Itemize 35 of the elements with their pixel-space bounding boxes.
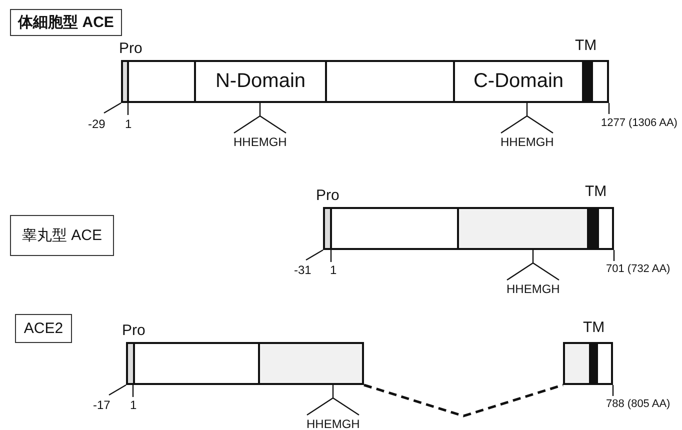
protein-segment [258, 342, 364, 385]
position-number: 788 (805 AA) [606, 399, 670, 410]
motif-label: HHEMGH [506, 283, 560, 295]
motif-label: HHEMGH [234, 136, 287, 148]
connector-line [364, 384, 564, 418]
protein-segment [457, 207, 589, 250]
position-number: -17 [93, 399, 110, 411]
motif-label: HHEMGH [306, 418, 360, 430]
region-label: TM [575, 38, 597, 53]
region-label: TM [583, 320, 605, 335]
region-label: Pro [122, 323, 146, 338]
region-label: Pro [316, 188, 340, 203]
protein-segment [563, 342, 591, 385]
protein-segment [325, 60, 455, 103]
protein-segment [330, 207, 459, 250]
position-number: 1277 (1306 AA) [601, 118, 678, 129]
region-label: TM [585, 184, 607, 199]
protein-segment [596, 342, 613, 385]
protein-name-label: 睾丸型 ACE [10, 215, 114, 256]
position-number: 1 [130, 399, 137, 411]
protein-segment [591, 60, 609, 103]
region-label: Pro [119, 41, 142, 56]
position-number: 701 (732 AA) [606, 264, 670, 275]
position-number: 1 [125, 118, 132, 130]
position-number: 1 [330, 264, 337, 276]
protein-name-label: ACE2 [15, 314, 72, 343]
protein-segment [127, 60, 196, 103]
protein-name-label: 体細胞型 ACE [10, 9, 122, 36]
protein-segment [133, 342, 260, 385]
position-number: -31 [294, 264, 312, 276]
domain-segment: C-Domain [453, 60, 584, 103]
position-number: -29 [88, 118, 106, 130]
protein-segment [597, 207, 614, 250]
motif-label: HHEMGH [500, 136, 554, 148]
domain-segment: N-Domain [194, 60, 327, 103]
